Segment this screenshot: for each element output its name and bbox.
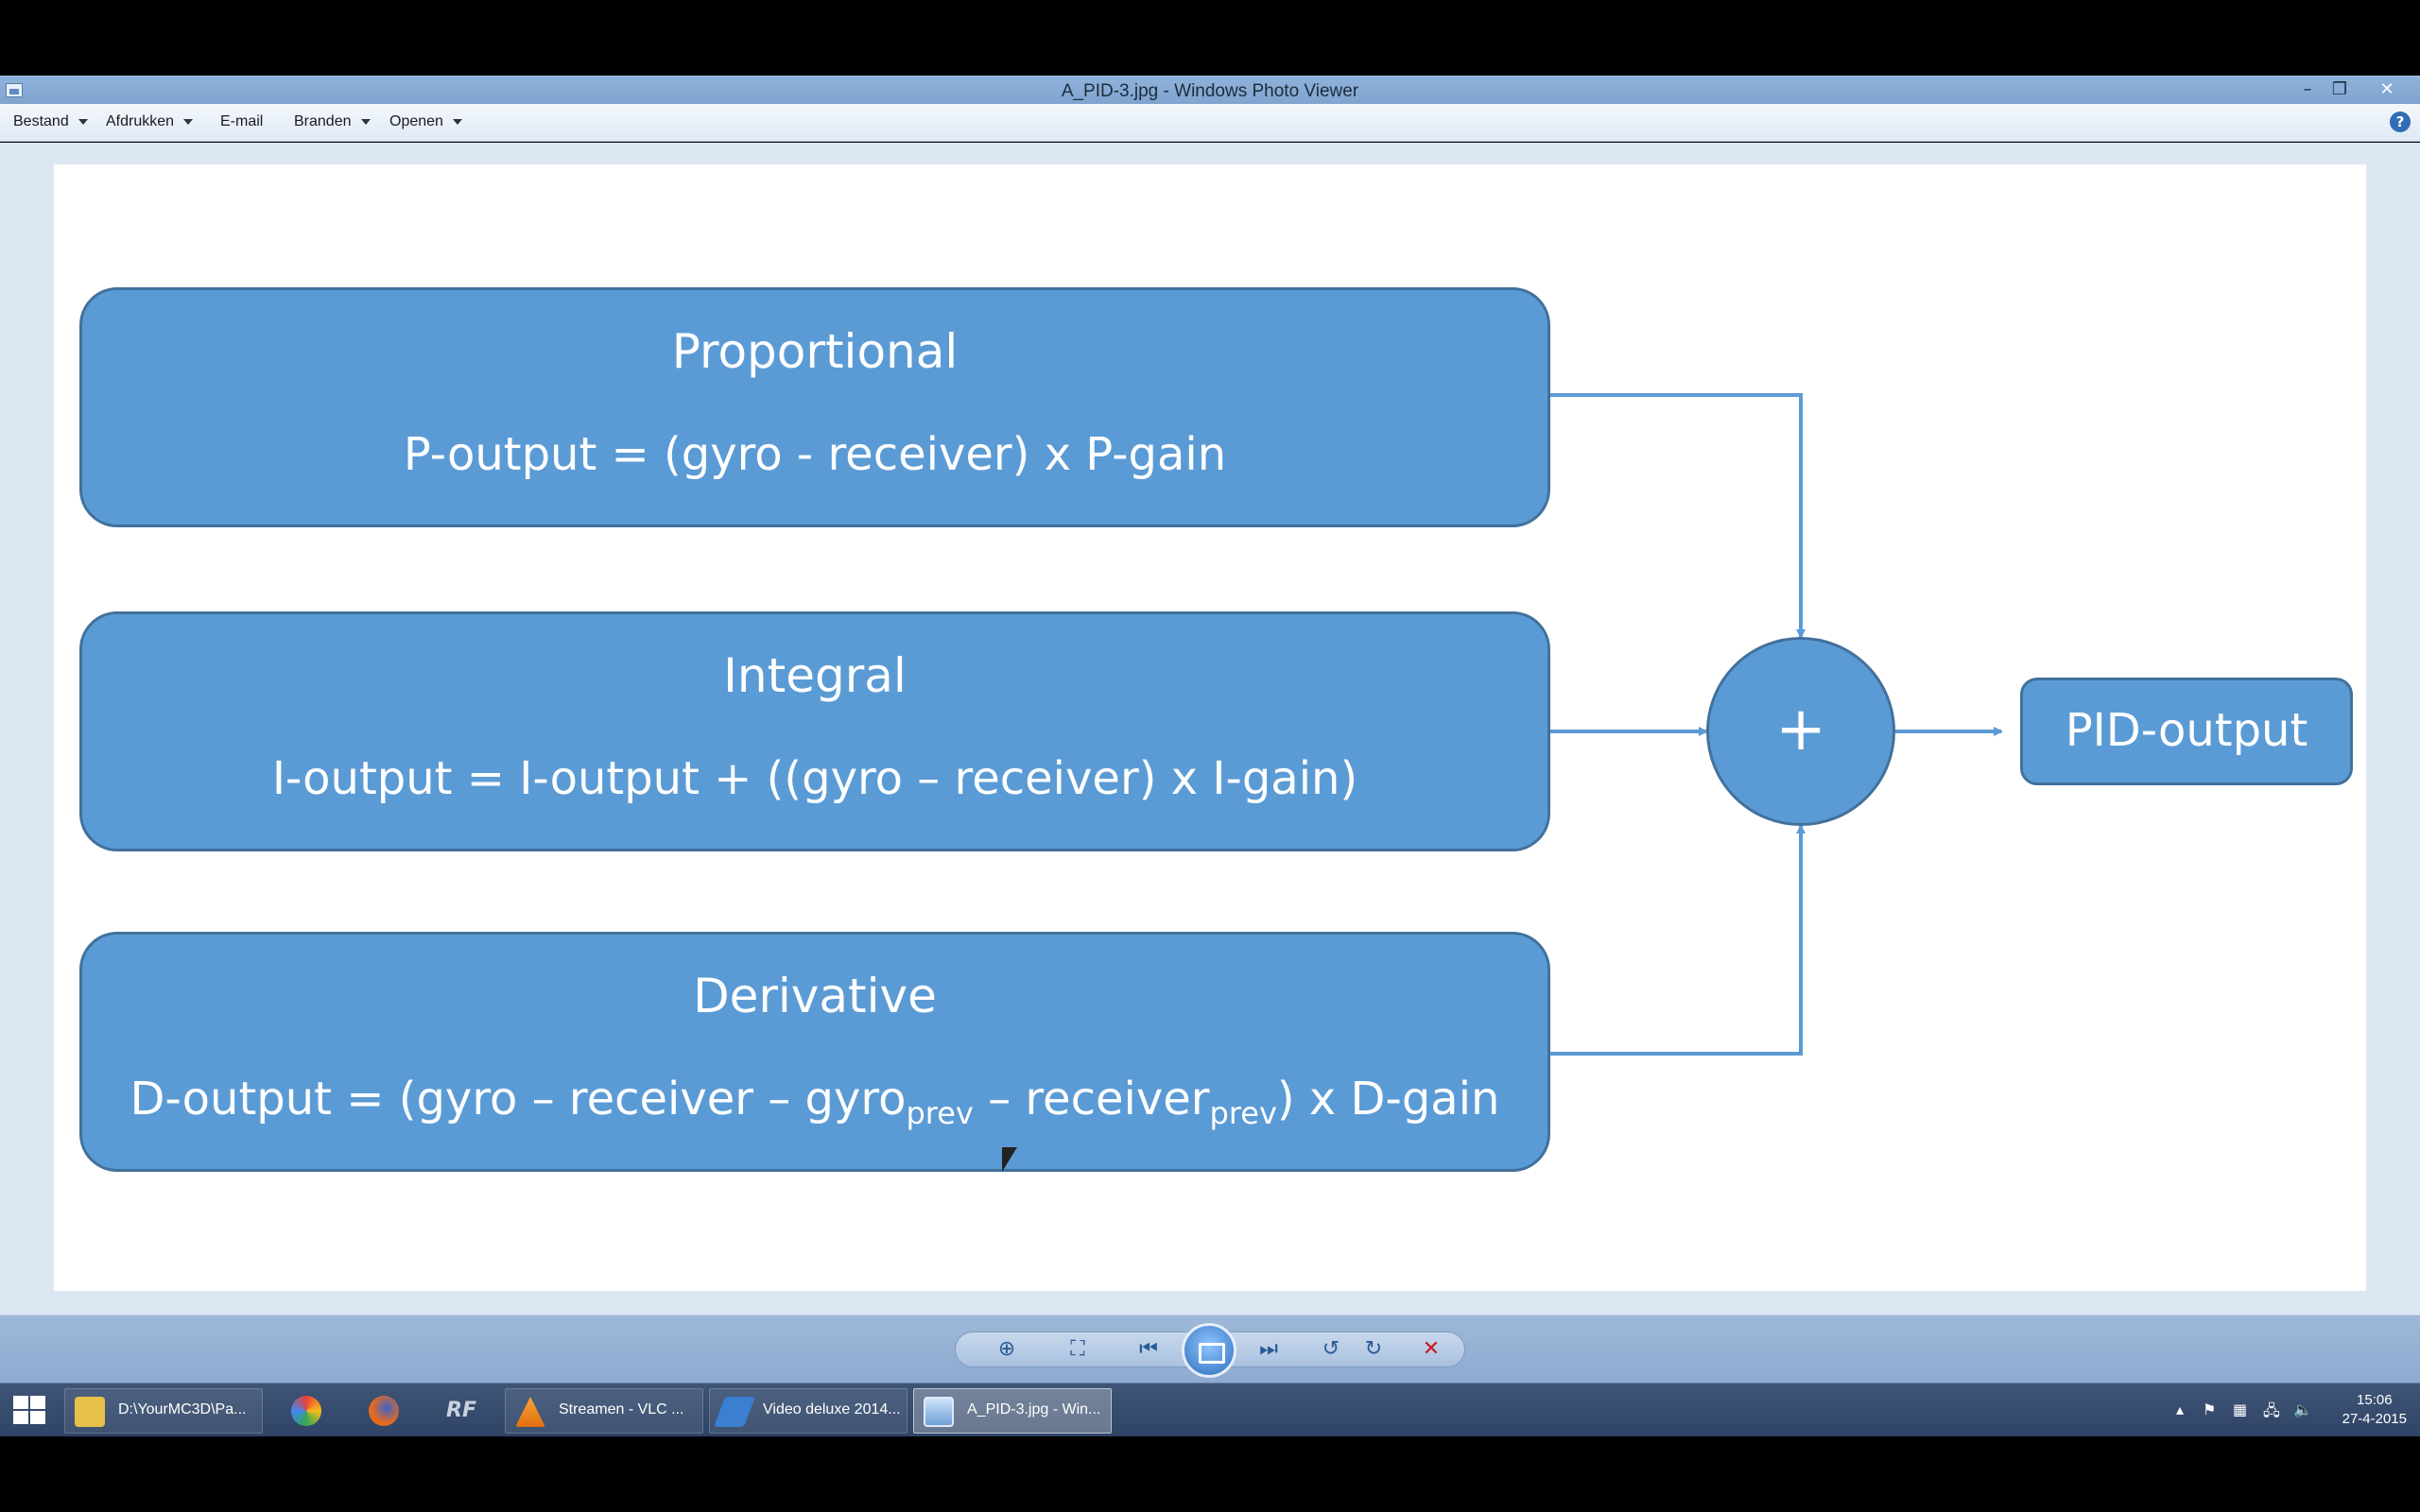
chevron-down-icon [78, 118, 88, 125]
derivative-box: Derivative D-output = (gyro – receiver –… [79, 932, 1550, 1172]
menu-openen-label: Openen [389, 113, 443, 129]
integral-box: Integral I-output = I-output + ((gyro – … [79, 611, 1550, 851]
taskbar-item-label: Streamen - VLC ... [559, 1401, 684, 1418]
chevron-down-icon [183, 118, 194, 125]
windows-logo-icon [30, 1411, 45, 1424]
proportional-box: Proportional P-output = (gyro - receiver… [79, 287, 1550, 527]
volume-icon[interactable]: 🔈 [2293, 1400, 2312, 1418]
chevron-down-icon [360, 118, 371, 125]
photo-viewer-icon [924, 1397, 954, 1427]
integral-heading: Integral [723, 648, 907, 703]
proportional-formula: P-output = (gyro - receiver) x P-gain [403, 428, 1227, 481]
windows-logo-icon [30, 1396, 45, 1409]
derivative-formula-part: ) x D-gain [1276, 1073, 1500, 1125]
menu-afdrukken-label: Afdrukken [106, 113, 175, 129]
actual-size-icon[interactable]: ⛶ [1070, 1337, 1085, 1361]
chevron-down-icon [452, 118, 462, 125]
menu-openen[interactable]: Openen [389, 113, 462, 130]
proportional-heading: Proportional [671, 324, 959, 379]
window-title-bar[interactable]: A_PID-3.jpg - Windows Photo Viewer – ❐ ✕ [0, 76, 2420, 104]
connector-derivative [1550, 824, 1806, 1056]
menu-email[interactable]: E-mail [220, 113, 263, 130]
clock-date: 27-4-2015 [2342, 1411, 2407, 1427]
taskbar-item-realflight[interactable]: RF [437, 1388, 490, 1434]
integral-formula: I-output = I-output + ((gyro – receiver)… [271, 752, 1358, 805]
device-icon[interactable]: ▦ [2233, 1400, 2248, 1418]
taskbar-item-label: Video deluxe 2014... [763, 1401, 901, 1418]
derivative-heading: Derivative [693, 969, 937, 1023]
next-icon[interactable]: ⏭ [1259, 1337, 1278, 1361]
mouse-pointer-icon [1002, 1147, 1017, 1172]
menu-email-label: E-mail [220, 113, 264, 129]
viewer-toolbar: ⊕ ⛶ ⏮ ⏭ ↺ ↻ ✕ [0, 1314, 2420, 1383]
photo-viewer-app-icon [6, 83, 23, 97]
connector-lines [1550, 393, 2003, 1056]
menu-branden-label: Branden [294, 113, 352, 129]
system-clock[interactable]: 15:06 27-4-2015 [2342, 1391, 2407, 1429]
taskbar-item-firefox[interactable] [359, 1388, 408, 1434]
menu-bestand-label: Bestand [13, 113, 69, 129]
minimize-button[interactable]: – [2303, 79, 2312, 99]
derivative-formula-part: – receiver [973, 1073, 1210, 1125]
taskbar-item-video-deluxe[interactable]: Video deluxe 2014... [709, 1388, 908, 1434]
slideshow-button[interactable] [1182, 1323, 1236, 1378]
menu-bar: Bestand Afdrukken E-mail Branden Openen … [0, 104, 2420, 142]
derivative-formula-part: D-output = (gyro – receiver – gyro [130, 1073, 907, 1125]
taskbar-item-pinned-app[interactable] [282, 1388, 331, 1434]
pid-output-box: PID-output [2020, 678, 2353, 785]
window-title: A_PID-3.jpg - Windows Photo Viewer [1061, 81, 1359, 101]
vlc-cone-icon [515, 1397, 545, 1427]
menu-bestand[interactable]: Bestand [13, 113, 88, 130]
realflight-icon: RF [446, 1399, 476, 1422]
menu-afdrukken[interactable]: Afdrukken [106, 113, 194, 130]
start-button[interactable] [13, 1396, 47, 1426]
previous-icon[interactable]: ⏮ [1139, 1337, 1158, 1361]
show-hidden-icons-icon[interactable]: ▴ [2176, 1400, 2185, 1418]
taskbar-item-explorer[interactable]: D:\YourMC3D\Pa... [64, 1388, 263, 1434]
folder-icon [75, 1397, 105, 1427]
color-wheel-icon [291, 1396, 321, 1426]
derivative-subscript: prev [906, 1095, 974, 1131]
clock-time: 15:06 [2357, 1392, 2393, 1408]
displayed-image: Proportional P-output = (gyro - receiver… [54, 164, 2366, 1291]
derivative-subscript: prev [1209, 1095, 1277, 1131]
zoom-icon[interactable]: ⊕ [997, 1337, 1016, 1361]
windows-logo-icon [13, 1396, 28, 1409]
menu-branden[interactable]: Branden [294, 113, 371, 130]
rotate-counterclockwise-icon[interactable]: ↺ [1322, 1337, 1340, 1361]
restore-button[interactable]: ❐ [2331, 79, 2348, 99]
close-button[interactable]: ✕ [2379, 79, 2394, 99]
taskbar-item-vlc[interactable]: Streamen - VLC ... [505, 1388, 703, 1434]
taskbar-item-label: D:\YourMC3D\Pa... [118, 1401, 247, 1418]
action-center-flag-icon[interactable]: ⚑ [2203, 1400, 2217, 1418]
firefox-icon [369, 1396, 399, 1426]
help-icon[interactable]: ? [2390, 112, 2411, 132]
windows-logo-icon [13, 1411, 28, 1424]
network-icon[interactable]: 🖧 [2263, 1401, 2280, 1419]
image-viewer-area: Proportional P-output = (gyro - receiver… [0, 143, 2420, 1314]
connector-proportional [1550, 393, 1806, 639]
video-editor-icon [714, 1397, 755, 1427]
derivative-formula: D-output = (gyro – receiver – gyroprev –… [82, 1073, 1547, 1131]
taskbar-item-photo-viewer[interactable]: A_PID-3.jpg - Win... [913, 1388, 1112, 1434]
summing-junction: + [1706, 637, 1895, 826]
rotate-clockwise-icon[interactable]: ↻ [1364, 1337, 1383, 1361]
taskbar-item-label: A_PID-3.jpg - Win... [967, 1401, 1101, 1418]
delete-icon[interactable]: ✕ [1422, 1337, 1441, 1361]
taskbar: D:\YourMC3D\Pa... RF Streamen - VLC ... … [0, 1383, 2420, 1436]
